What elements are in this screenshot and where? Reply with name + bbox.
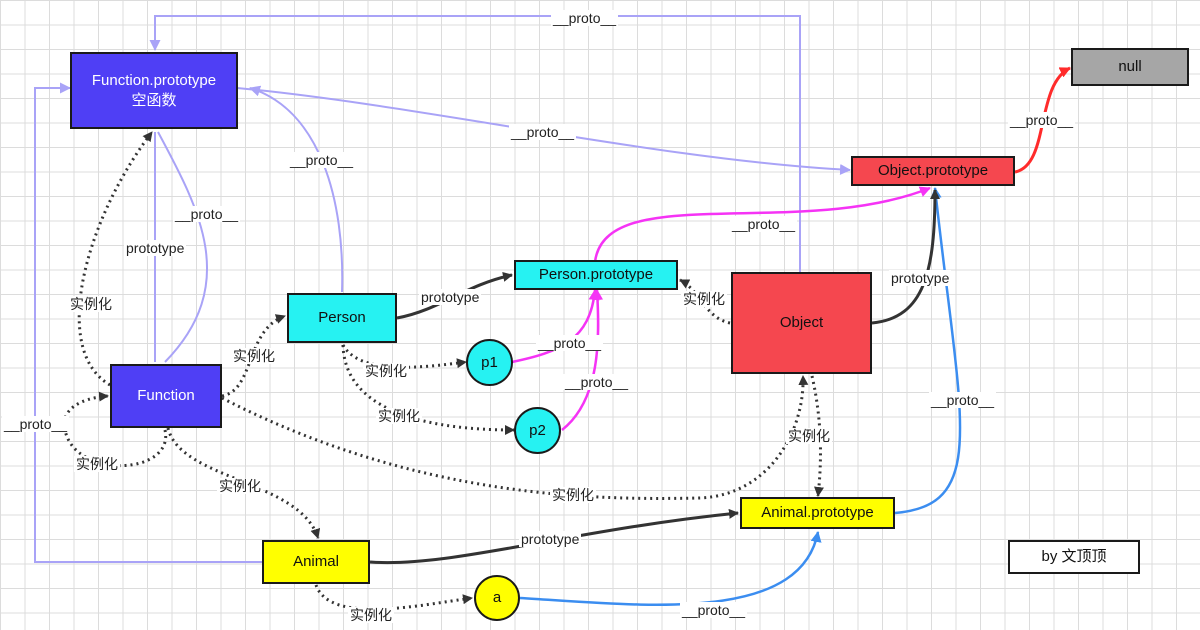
instantiate-label-function-object: 实例化 — [550, 487, 596, 503]
edge-person-instantiate-p1 — [341, 344, 467, 369]
proto-label-p1: __proto__ — [536, 335, 604, 351]
person-prototype-node[interactable]: Person.prototype — [514, 260, 678, 290]
edge-function-instantiate-animal — [166, 427, 321, 539]
instantiate-label-function-animal: 实例化 — [217, 478, 263, 494]
instantiate-label-object-pp: 实例化 — [681, 291, 727, 307]
edge-person-prototype-proto-object-prototype — [593, 186, 931, 263]
p2-node[interactable]: p2 — [514, 407, 561, 454]
edge-function-instantiate-object — [221, 375, 809, 500]
animal-node[interactable]: Animal — [262, 540, 370, 584]
instantiate-label-person-p2: 实例化 — [376, 408, 422, 424]
edge-object-instantiate-animal-prototype — [810, 375, 824, 497]
credit-box: by 文顶顶 — [1008, 540, 1140, 574]
function-prototype-title: Function.prototype — [91, 71, 217, 89]
edge-object-instantiate-person-prototype — [679, 278, 731, 325]
instantiate-label-object-ap: 实例化 — [786, 428, 832, 444]
a-label: a — [492, 589, 502, 606]
credit-label: by 文顶顶 — [1041, 548, 1107, 565]
proto-label-person-to-fp: __proto__ — [288, 152, 356, 168]
p1-label: p1 — [481, 353, 498, 371]
edge-function-proto-function-prototype — [157, 131, 209, 363]
proto-label-pp-to-op: __proto__ — [730, 216, 798, 232]
instantiate-label-animal-a: 实例化 — [348, 607, 394, 623]
edge-p2-proto-person-prototype — [561, 289, 604, 431]
object-label: Object — [779, 314, 824, 331]
function-node[interactable]: Function — [110, 364, 222, 428]
function-label: Function — [137, 387, 195, 404]
edge-person-proto-function-prototype — [249, 85, 344, 293]
instantiate-label-function-fp: 实例化 — [68, 296, 114, 312]
prototype-label-function: prototype — [124, 240, 187, 256]
function-prototype-subtitle: 空函数 — [131, 91, 177, 109]
person-node[interactable]: Person — [287, 293, 397, 343]
null-label: null — [1118, 58, 1142, 75]
instantiate-label-function-person: 实例化 — [231, 348, 277, 364]
instantiate-label-person-p1: 实例化 — [363, 363, 409, 379]
proto-label-p2: __proto__ — [563, 374, 631, 390]
prototype-label-person: prototype — [419, 289, 482, 305]
object-node[interactable]: Object — [731, 272, 872, 374]
edge-p1-proto-person-prototype — [511, 289, 600, 364]
object-prototype-node[interactable]: Object.prototype — [851, 156, 1015, 186]
proto-label-function-to-fp: __proto__ — [173, 206, 241, 222]
edge-person-instantiate-p2 — [341, 344, 515, 435]
edge-animal-instantiate-a — [314, 584, 473, 611]
instantiate-label-function-self: 实例化 — [74, 456, 120, 472]
prototype-label-object: prototype — [889, 270, 952, 286]
proto-label-a: __proto__ — [680, 602, 748, 618]
edge-function-instantiate-function-prototype — [77, 131, 154, 387]
edge-object-prototype-link — [871, 189, 940, 325]
proto-label-null: __proto__ — [1008, 112, 1076, 128]
animal-label: Animal — [293, 553, 339, 570]
animal-prototype-node[interactable]: Animal.prototype — [740, 497, 895, 529]
prototype-label-animal: prototype — [519, 531, 582, 547]
edge-animal-prototype-proto-object-prototype — [894, 187, 962, 515]
proto-label-top: __proto__ — [551, 10, 619, 26]
person-prototype-label: Person.prototype — [538, 266, 654, 283]
p1-node[interactable]: p1 — [466, 339, 513, 386]
p2-label: p2 — [529, 421, 546, 439]
person-label: Person — [318, 309, 366, 326]
a-node[interactable]: a — [474, 575, 520, 621]
proto-label-fp-to-op: __proto__ — [509, 124, 577, 140]
edge-object-proto-function-prototype — [149, 15, 801, 272]
object-prototype-label: Object.prototype — [877, 162, 989, 179]
proto-label-left: __proto__ — [2, 416, 70, 432]
edge-animal-proto-function-prototype — [34, 82, 262, 563]
null-node[interactable]: null — [1071, 48, 1189, 86]
proto-label-ap-to-op: __proto__ — [929, 392, 997, 408]
animal-prototype-label: Animal.prototype — [761, 504, 874, 521]
function-prototype-node[interactable]: Function.prototype 空函数 — [70, 52, 238, 129]
